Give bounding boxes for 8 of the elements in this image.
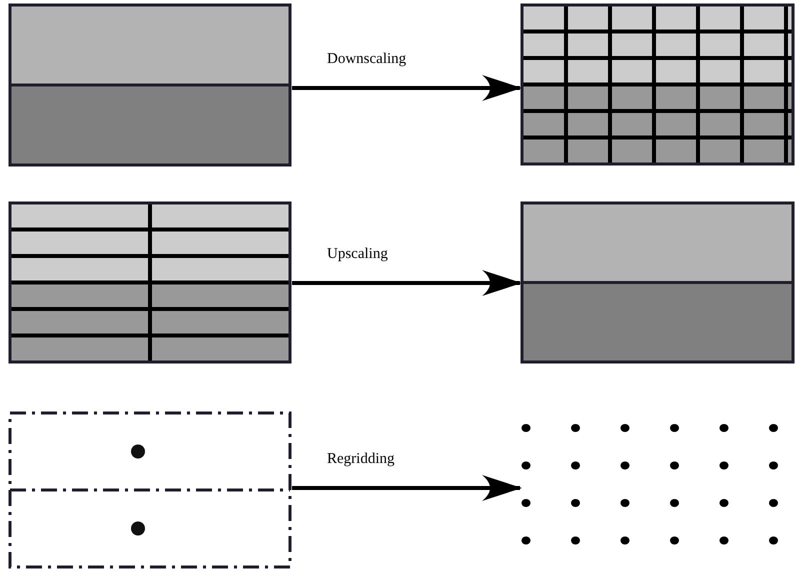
- fine-grid-drawing: [522, 5, 793, 164]
- two-band-grid-drawing: [522, 203, 793, 362]
- edge-label: Downscaling: [325, 50, 408, 68]
- dashed-grid-drawing: [10, 413, 290, 567]
- fine-grid-drawing: [10, 203, 290, 362]
- two-band-grid-drawing: [10, 5, 290, 165]
- edge-label: Upscaling: [325, 245, 390, 263]
- edge-label: Regridding: [325, 450, 396, 468]
